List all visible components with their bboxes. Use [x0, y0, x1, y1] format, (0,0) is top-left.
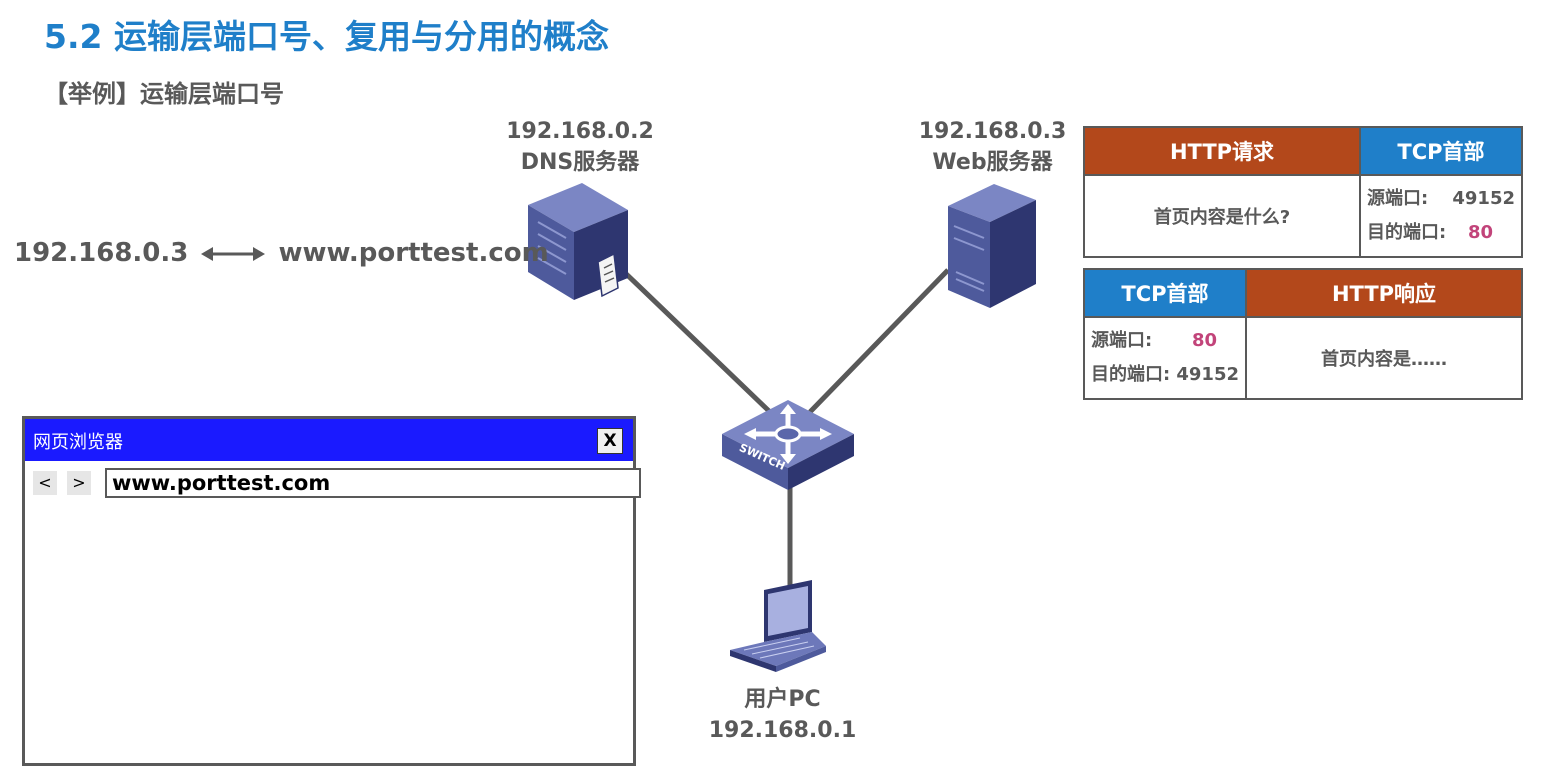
dns-server-label: 192.168.0.2 DNS服务器: [490, 116, 670, 178]
close-button[interactable]: X: [597, 428, 623, 454]
user-pc-name: 用户PC: [744, 687, 821, 712]
dns-record: 192.168.0.3 www.porttest.com: [14, 238, 549, 268]
dns-record-domain: www.porttest.com: [278, 238, 549, 268]
web-server-icon: [948, 184, 1036, 308]
request-content: 首页内容是什么?: [1083, 174, 1361, 258]
response-content: 首页内容是……: [1245, 316, 1523, 400]
http-response-header: HTTP响应: [1245, 268, 1523, 318]
dst-port-label: 目的端口:: [1091, 364, 1171, 385]
response-ports: 源端口: 80 目的端口:49152: [1083, 316, 1247, 400]
http-response-packet: TCP首部 HTTP响应 源端口: 80 目的端口:49152 首页内容是……: [1083, 268, 1523, 400]
http-request-packet: HTTP请求 TCP首部 首页内容是什么? 源端口: 49152 目的端口: 80: [1083, 126, 1523, 258]
web-server-name: Web服务器: [932, 150, 1053, 175]
forward-button[interactable]: >: [67, 471, 91, 495]
dst-port-value: 80: [1467, 222, 1493, 243]
laptop-icon: [730, 580, 826, 672]
browser-title: 网页浏览器: [33, 432, 123, 453]
url-input[interactable]: [105, 468, 641, 498]
page-subtitle: 【举例】运输层端口号: [44, 80, 284, 108]
src-port-label: 源端口:: [1367, 188, 1429, 209]
link-web-switch: [808, 268, 950, 414]
back-button[interactable]: <: [33, 471, 57, 495]
web-server-ip: 192.168.0.3: [918, 119, 1067, 144]
http-request-header: HTTP请求: [1083, 126, 1361, 176]
dns-server-ip: 192.168.0.2: [506, 119, 654, 144]
src-port-value: 80: [1191, 330, 1217, 351]
src-port-value: 49152: [1452, 188, 1515, 209]
dns-server-name: DNS服务器: [520, 150, 640, 175]
dns-record-ip: 192.168.0.3: [14, 238, 189, 268]
web-browser-window: 网页浏览器 X < >: [22, 416, 641, 766]
page-title: 5.2 运输层端口号、复用与分用的概念: [44, 17, 609, 56]
web-server-label: 192.168.0.3 Web服务器: [905, 116, 1080, 178]
browser-title-bar: 网页浏览器 X: [25, 419, 633, 461]
dns-server-icon: [528, 183, 628, 300]
switch-icon: SWITCH: [722, 400, 854, 490]
double-arrow-icon: [201, 246, 266, 261]
request-ports: 源端口: 49152 目的端口: 80: [1359, 174, 1523, 258]
user-pc-ip: 192.168.0.1: [708, 718, 857, 743]
tcp-header-label: TCP首部: [1359, 126, 1523, 176]
dst-port-label: 目的端口:: [1367, 222, 1447, 243]
user-pc-label: 用户PC 192.168.0.1: [690, 684, 875, 746]
link-dns-switch: [618, 266, 772, 414]
tcp-header-label: TCP首部: [1083, 268, 1247, 318]
dst-port-value: 49152: [1176, 364, 1239, 385]
src-port-label: 源端口:: [1091, 330, 1153, 351]
